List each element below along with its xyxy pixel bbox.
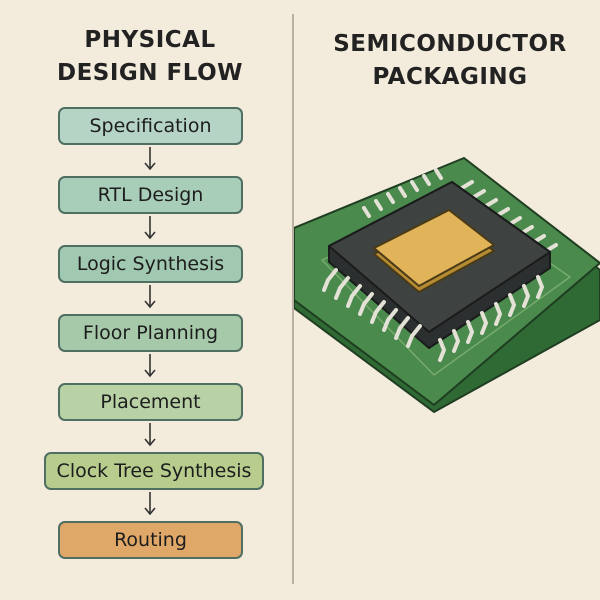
divider-line bbox=[292, 14, 294, 584]
left-title: PHYSICAL DESIGN FLOW bbox=[30, 24, 270, 90]
flow-step-placement: Placement bbox=[58, 383, 243, 421]
flow-step-floor-planning: Floor Planning bbox=[58, 314, 243, 352]
flow-step-clock-tree-synthesis: Clock Tree Synthesis bbox=[44, 452, 264, 490]
down-arrow-icon bbox=[144, 354, 156, 378]
flow-step-routing: Routing bbox=[58, 521, 243, 559]
package-pins-back-left bbox=[362, 168, 443, 218]
down-arrow-icon bbox=[144, 492, 156, 516]
gold-die bbox=[373, 209, 495, 293]
down-arrow-icon bbox=[144, 423, 156, 447]
flow-step-rtl-design: RTL Design bbox=[58, 176, 243, 214]
right-title: SEMICONDUCTOR PACKAGING bbox=[300, 28, 600, 94]
left-title-line-1: PHYSICAL bbox=[84, 27, 216, 53]
right-title-line-2: PACKAGING bbox=[372, 64, 528, 90]
flow-step-logic-synthesis: Logic Synthesis bbox=[58, 245, 243, 283]
package-pins-front-right bbox=[438, 275, 545, 362]
semiconductor-package-illustration bbox=[294, 157, 600, 413]
right-title-line-1: SEMICONDUCTOR bbox=[333, 31, 567, 57]
flow-step-specification: Specification bbox=[58, 107, 243, 145]
package-pins-front-left bbox=[322, 268, 422, 348]
down-arrow-icon bbox=[144, 285, 156, 309]
down-arrow-icon bbox=[144, 147, 156, 171]
left-title-line-2: DESIGN FLOW bbox=[56, 60, 244, 86]
down-arrow-icon bbox=[144, 216, 156, 240]
